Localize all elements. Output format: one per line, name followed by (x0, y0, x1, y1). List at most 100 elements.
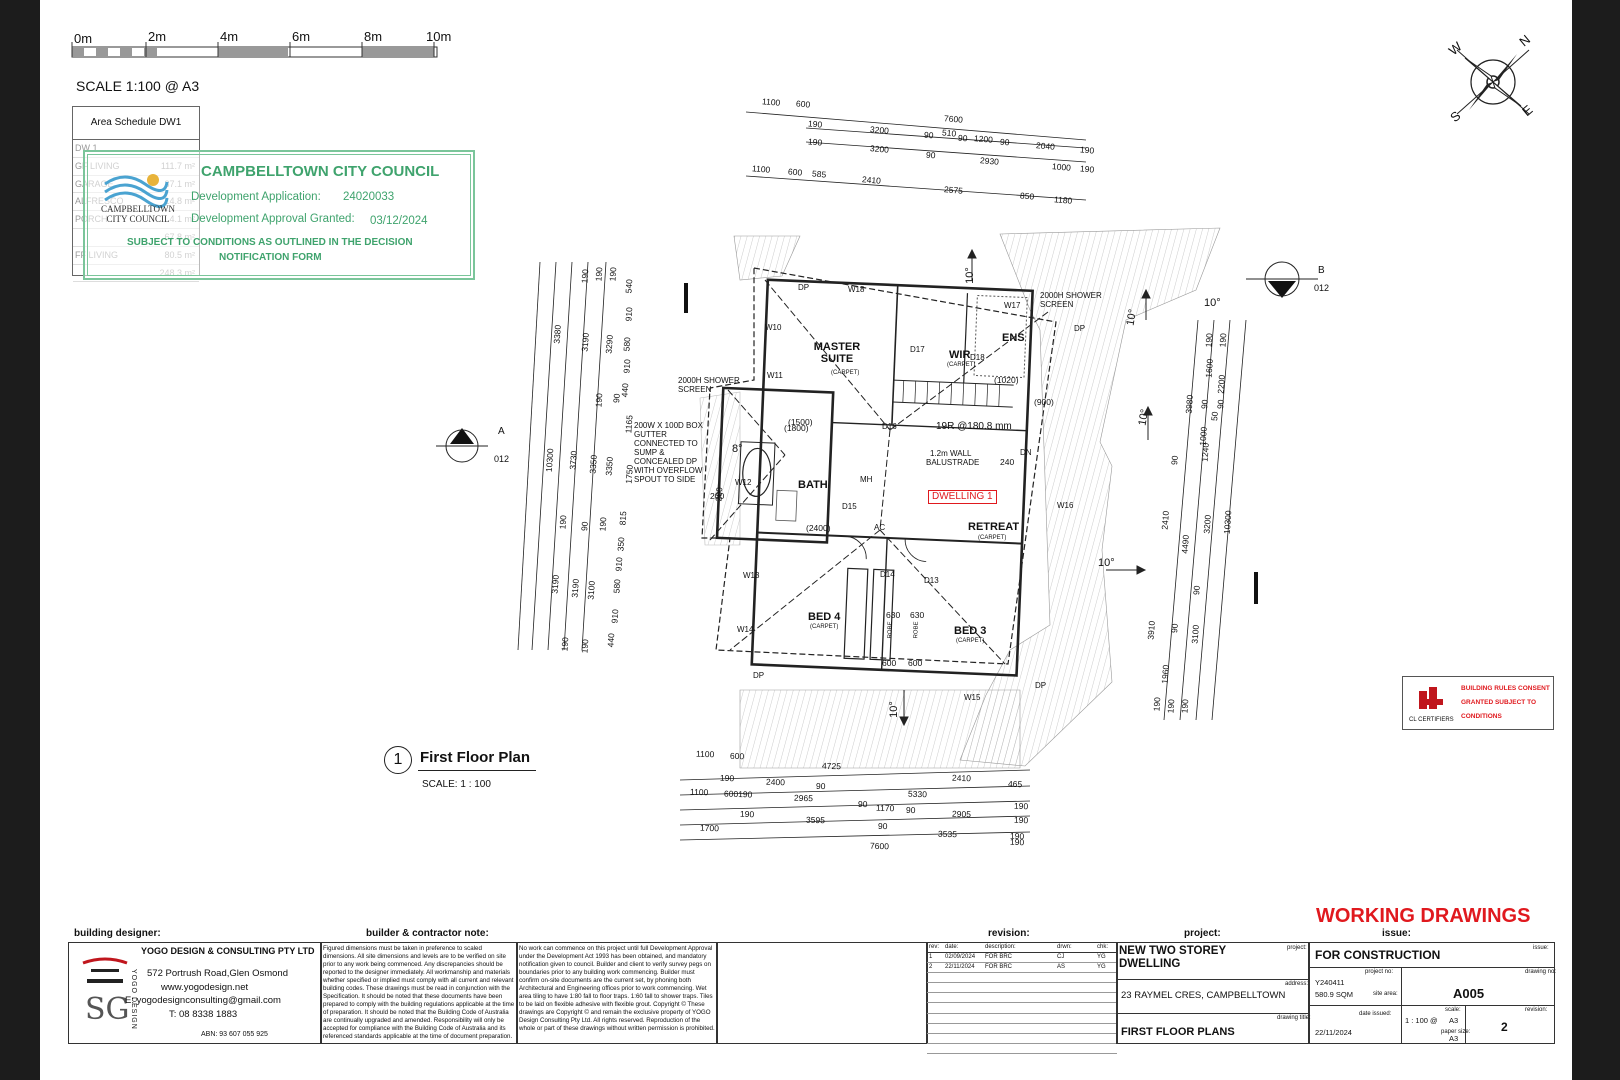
opening-tag: W13 (743, 571, 760, 580)
council-approval-stamp: CAMPBELLTOWN CITY COUNCIL CAMPBELLTOWN C… (83, 150, 475, 280)
room-bath: BATH (798, 479, 828, 491)
drawing-no: A005 (1453, 986, 1485, 1001)
opening-tag: DP (1074, 324, 1086, 333)
opening-tag: D14 (880, 570, 895, 579)
dimension-label: 630 (886, 610, 901, 620)
section-marker-a-icon (436, 428, 488, 463)
gutter-note-line: SUMP & (634, 448, 665, 457)
opening-tag: D13 (924, 576, 939, 585)
revision-header: chk: (1097, 944, 1109, 950)
opening-tag: D18 (970, 353, 985, 362)
dimension-label: 3200 (1201, 514, 1213, 535)
scale-value: 1 : 100 @ (1405, 1016, 1438, 1025)
section-a-letter: A (498, 426, 505, 437)
revision-header-row: rev:date:description:drwn:chk: (927, 943, 1117, 953)
dimension-label: 90 (857, 798, 868, 810)
dimension-label: 3100 (585, 580, 597, 601)
dimension-label: 190 (1079, 163, 1095, 175)
dimension-label: 3380 (551, 324, 563, 345)
dimension-label: 1600 (1203, 358, 1215, 379)
room-master-suite: MASTER SUITE (813, 341, 861, 365)
opening-tag: D15 (842, 502, 857, 511)
dimension-label: 10300 (543, 448, 556, 473)
builder-note-box-1: Figured dimensions must be taken in pref… (320, 942, 518, 1044)
dimension-label: 240 (1000, 457, 1015, 467)
approval-label: Development Approval Granted: (191, 213, 355, 225)
roof-pitch-label: 10° (963, 267, 976, 284)
revision-cell: FOR BRC (985, 954, 1012, 960)
dimension-label: 1960 (1159, 664, 1171, 685)
dimension-label: 3980 (1183, 394, 1195, 415)
section-b-letter: B (1318, 265, 1325, 276)
dimension-label: 90 (1215, 399, 1226, 410)
dimension-label: 4725 (821, 760, 842, 772)
dimension-label: (2400) (806, 523, 831, 533)
dimension-label: 2410 (861, 174, 882, 186)
drawing-title: FIRST FLOOR PLANS (1121, 1026, 1235, 1038)
opening-tag: D16 (882, 422, 897, 431)
address-small: address: (1285, 981, 1309, 987)
stair-label: 19R @180.8 mm (936, 421, 1012, 432)
revision-row (927, 1044, 1117, 1054)
dimension-label: 350 (615, 536, 627, 552)
area-schedule-title: Area Schedule DW1 (73, 107, 199, 140)
dimension-label: 190 (1009, 836, 1025, 848)
revision-small: revision: (1525, 1007, 1548, 1013)
plan-scale: SCALE: 1 : 100 (422, 779, 491, 790)
dimension-label: 200 (710, 491, 725, 501)
project-box: project: NEW TWO STOREY DWELLING address… (1116, 942, 1311, 1044)
dimension-label: 1000 (1051, 161, 1072, 173)
opening-tag: DP (798, 283, 810, 292)
title-block: building designer: builder & contractor … (68, 928, 1556, 1054)
site-address: 23 RAYMEL CRES, CAMPBELLTOWN (1121, 990, 1286, 1001)
dimension-label: 600 (729, 750, 745, 762)
dimension-label: 2200 (1215, 374, 1227, 395)
scale-label-10: 10m (426, 29, 452, 44)
room-bed-4-sub: (CARPET) (810, 624, 839, 630)
shower-screen-top-2: SCREEN (1040, 300, 1074, 309)
issue-value: FOR CONSTRUCTION (1315, 948, 1441, 962)
scale-label-2: 2m (148, 29, 167, 44)
dimension-label: 910 (623, 306, 635, 322)
revision-cell: 22/11/2024 (945, 964, 975, 971)
dimension-label: 910 (621, 358, 633, 374)
dimension-label: 3190 (569, 578, 581, 599)
gutter-note-line: CONCEALED DP (634, 457, 698, 466)
certifier-stamp: CL CERTIFIERS BUILDING RULES CONSENT GRA… (1402, 676, 1554, 730)
dimension-label: 1180 (1053, 194, 1073, 206)
dimension-label: (900) (1034, 397, 1054, 407)
blank-box (716, 942, 928, 1044)
project-label: project: (1184, 928, 1221, 939)
dimension-label: 815 (617, 510, 629, 526)
revision-cell: CJ (1057, 954, 1065, 960)
da-value: 24020033 (343, 191, 395, 203)
dimension-label: 3200 (869, 124, 890, 136)
issue-box: issue: FOR CONSTRUCTION project no: Y240… (1308, 942, 1556, 1044)
working-drawings-label: WORKING DRAWINGS (1316, 905, 1531, 927)
roof-pitch-label: 10° (1098, 557, 1115, 569)
scale-label-8: 8m (364, 29, 383, 44)
dimension-label: 190 (607, 266, 619, 282)
plan-title-block: 1 First Floor Plan SCALE: 1 : 100 (384, 746, 584, 796)
dimension-label: 190 (1203, 332, 1215, 348)
dimension-label: 440 (619, 382, 631, 398)
revision-cell: AS (1057, 964, 1066, 971)
shower-screen-left-2: SCREEN (678, 385, 712, 394)
dimension-label: 3910 (1145, 620, 1157, 641)
dimension-label: 90 (923, 129, 934, 141)
drawing-title-small: drawing title: (1277, 1015, 1311, 1021)
dimension-label: 510 (941, 127, 957, 139)
revision-header: description: (985, 944, 1016, 950)
dimension-label: 90 (579, 521, 590, 532)
dimension-label: 190 (1165, 698, 1177, 714)
room-retreat-sub: (CARPET) (978, 535, 1007, 541)
dimension-label: 190 (579, 268, 591, 284)
dimension-label: 600190 (723, 788, 753, 800)
project-no: Y240411 (1315, 978, 1345, 987)
site-area: 580.9 SQM (1315, 990, 1353, 999)
dimension-label: 50 (1209, 411, 1220, 422)
revision-row (927, 1003, 1117, 1014)
opening-tag: D17 (910, 345, 925, 354)
project-small: project: (1287, 945, 1307, 951)
